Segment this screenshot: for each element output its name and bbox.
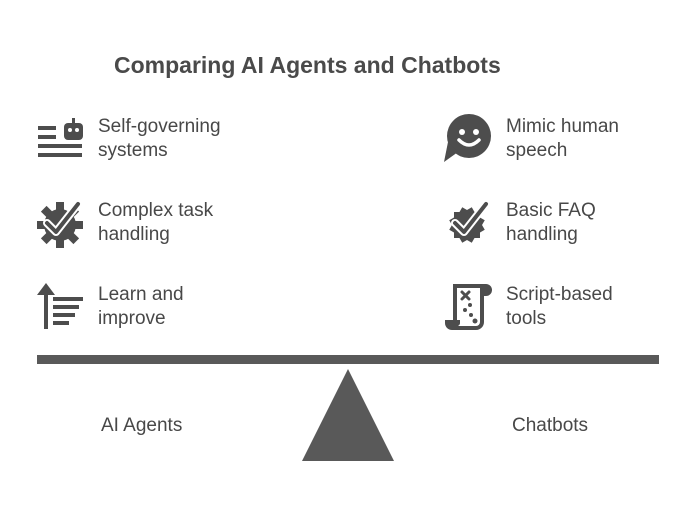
- left-side-label: AI Agents: [101, 415, 183, 436]
- right-item-3: Script-based tools: [444, 282, 676, 332]
- right-item-1: Mimic human speech: [444, 114, 676, 164]
- badge-check-icon: [444, 198, 494, 248]
- left-item-1-line2: systems: [98, 140, 168, 161]
- right-item-2-line1: Basic FAQ: [506, 200, 596, 221]
- left-item-2-line2: handling: [98, 224, 170, 245]
- right-item-2: Basic FAQ handling: [444, 198, 676, 248]
- right-side-label: Chatbots: [512, 415, 589, 436]
- arrow-lines-icon: [36, 282, 86, 332]
- left-item-1: Self-governing systems: [36, 114, 268, 164]
- right-item-3-line2: tools: [506, 308, 547, 329]
- left-item-1-line1: Self-governing: [98, 116, 221, 137]
- scroll-map-icon: [444, 282, 494, 332]
- smiley-chat-icon: [444, 114, 494, 164]
- left-item-3: Learn and improve: [36, 282, 268, 332]
- left-item-3-line1: Learn and: [98, 284, 184, 305]
- right-item-2-line2: handling: [506, 224, 578, 245]
- right-item-3-line1: Script-based: [506, 284, 613, 305]
- left-item-2-line1: Complex task: [98, 200, 214, 221]
- left-item-2: Complex task handling: [36, 198, 268, 248]
- right-item-1-line2: speech: [506, 140, 568, 161]
- gear-check-icon: [36, 198, 86, 248]
- fulcrum-triangle: [302, 369, 394, 461]
- right-item-1-line1: Mimic human: [506, 116, 619, 137]
- left-item-3-line2: improve: [98, 308, 166, 329]
- balance-beam: [37, 355, 659, 364]
- diagram-title: Comparing AI Agents and Chatbots: [114, 52, 501, 78]
- robot-list-icon: [36, 114, 86, 164]
